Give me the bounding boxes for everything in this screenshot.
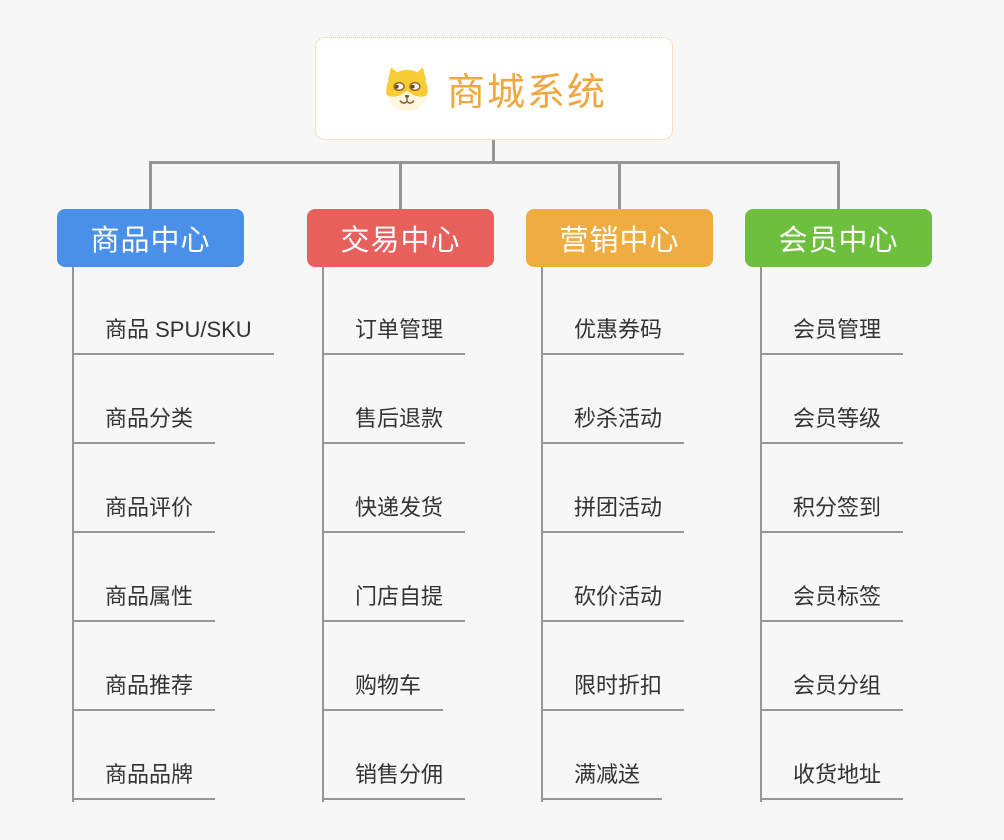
leaf-node[interactable]: 门店自提 xyxy=(322,582,466,622)
leaf-node[interactable]: 售后退款 xyxy=(322,404,466,444)
leaf-node[interactable]: 会员等级 xyxy=(760,404,904,444)
root-title: 商城系统 xyxy=(446,72,607,114)
branch-node-product-center[interactable]: 商品中心 xyxy=(57,209,244,267)
leaf-node[interactable]: 会员管理 xyxy=(760,315,904,355)
connector-top-rail xyxy=(149,161,840,164)
branch-node-member-center[interactable]: 会员中心 xyxy=(745,209,932,267)
leaf-node[interactable]: 商品品牌 xyxy=(72,760,216,800)
connector-trunk-marketing xyxy=(541,267,543,802)
leaf-node[interactable]: 商品属性 xyxy=(72,582,216,622)
connector-trunk-trade xyxy=(322,267,324,802)
leaf-node[interactable]: 快递发货 xyxy=(322,493,466,533)
connector-trunk-member xyxy=(760,267,762,802)
leaf-node[interactable]: 商品 SPU/SKU xyxy=(72,315,274,355)
shiba-dog-icon xyxy=(386,66,428,111)
connector-drop-trade xyxy=(399,161,402,210)
leaf-node[interactable]: 拼团活动 xyxy=(541,493,685,533)
leaf-node[interactable]: 商品评价 xyxy=(72,493,216,533)
leaf-node[interactable]: 会员分组 xyxy=(760,671,904,711)
leaf-node[interactable]: 购物车 xyxy=(322,671,444,711)
leaf-node[interactable]: 收货地址 xyxy=(760,760,904,800)
leaf-node[interactable]: 秒杀活动 xyxy=(541,404,685,444)
connector-drop-product xyxy=(149,161,152,210)
root-node[interactable]: 商城系统 xyxy=(315,37,673,140)
leaf-node[interactable]: 砍价活动 xyxy=(541,582,685,622)
connector-root-stem xyxy=(492,140,495,163)
leaf-node[interactable]: 会员标签 xyxy=(760,582,904,622)
leaf-node[interactable]: 限时折扣 xyxy=(541,671,685,711)
connector-trunk-product xyxy=(72,267,74,802)
leaf-node[interactable]: 商品推荐 xyxy=(72,671,216,711)
leaf-node[interactable]: 优惠券码 xyxy=(541,315,685,355)
leaf-node[interactable]: 积分签到 xyxy=(760,493,904,533)
connector-drop-marketing xyxy=(618,161,621,210)
branch-node-marketing-center[interactable]: 营销中心 xyxy=(526,209,713,267)
branch-node-trade-center[interactable]: 交易中心 xyxy=(307,209,494,267)
leaf-node[interactable]: 商品分类 xyxy=(72,404,216,444)
connector-drop-member xyxy=(837,161,840,210)
leaf-node[interactable]: 满减送 xyxy=(541,760,663,800)
leaf-node[interactable]: 销售分佣 xyxy=(322,760,466,800)
leaf-node[interactable]: 订单管理 xyxy=(322,315,466,355)
